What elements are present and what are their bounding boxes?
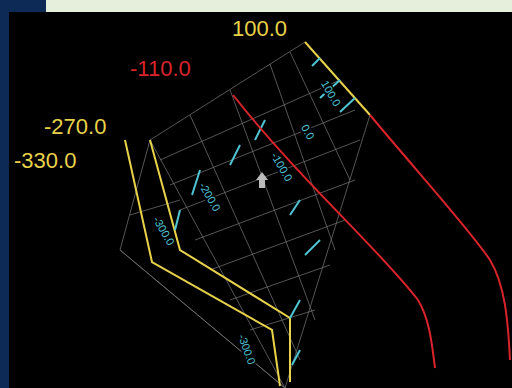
axis-value: -270.0 <box>44 116 106 138</box>
axis-value: -110.0 <box>130 58 191 80</box>
axis-value: 100.0 <box>232 18 287 40</box>
axis-value: -330.0 <box>14 150 76 172</box>
